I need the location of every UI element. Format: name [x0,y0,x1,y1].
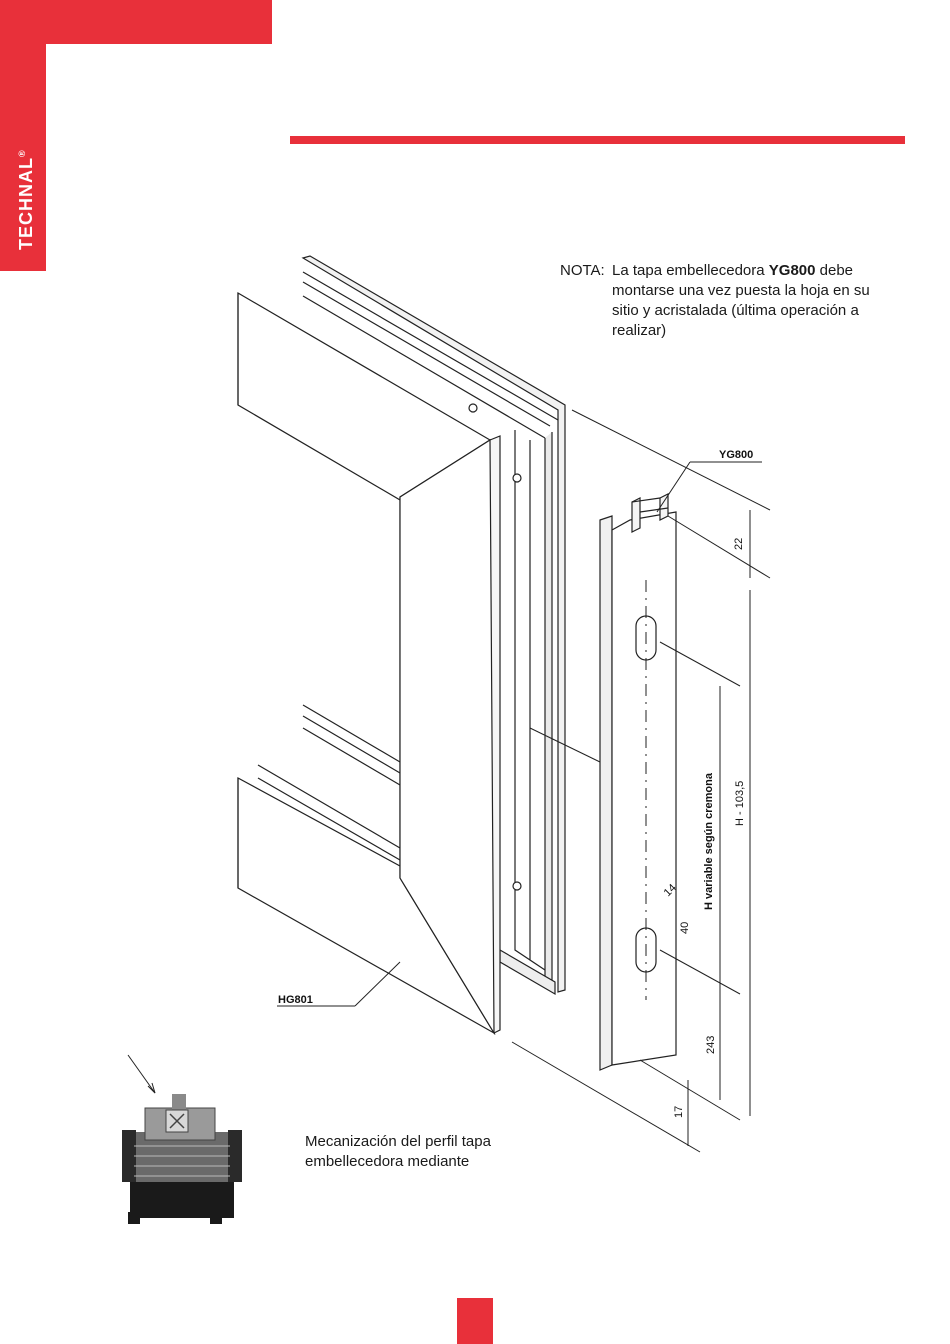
machining-caption: Mecanización del perfil tapa embellecedo… [305,1132,545,1172]
label-yg800: YG800 [719,449,753,461]
page-marker [457,1298,493,1344]
leaf-assembly-drawing [238,256,565,1033]
dim-top-offset: 22 [733,538,745,550]
machining-tool-image [122,1094,242,1224]
dim-end-offset: 17 [673,1106,685,1118]
label-hg801: HG801 [278,994,313,1006]
dim-bottom-offset: 243 [705,1036,717,1054]
caption-line-2: embellecedora mediante [305,1152,545,1172]
dim-slot-spacing: H variable según cremona [703,772,715,910]
dim-slot-length: 40 [679,922,691,934]
caption-line-1: Mecanización del perfil tapa [305,1132,545,1152]
dim-total: H - 103,5 [734,781,746,826]
cover-profile-drawing [600,494,676,1070]
